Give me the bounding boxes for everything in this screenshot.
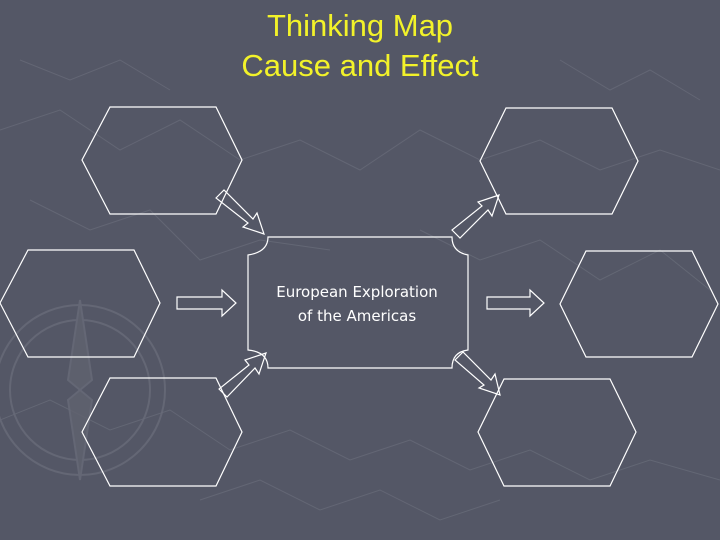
effect-box-bottom[interactable] bbox=[477, 378, 637, 487]
center-event-line-1: European Exploration bbox=[276, 283, 438, 301]
title-line-2: Cause and Effect bbox=[241, 48, 479, 83]
effect-box-top[interactable] bbox=[479, 107, 639, 215]
cause-box-top[interactable] bbox=[81, 106, 243, 215]
arrow-cause-bottom bbox=[218, 352, 267, 398]
arrow-effect-middle bbox=[486, 288, 545, 318]
arrow-cause-top bbox=[215, 189, 265, 235]
arrow-effect-top bbox=[451, 194, 500, 239]
cause-box-bottom[interactable] bbox=[81, 377, 243, 487]
arrow-cause-middle bbox=[176, 288, 237, 318]
cause-box-middle[interactable] bbox=[0, 249, 161, 358]
center-event-line-2: of the Americas bbox=[297, 307, 417, 325]
arrow-effect-bottom bbox=[454, 351, 501, 396]
effect-box-middle[interactable] bbox=[559, 250, 719, 358]
page-title: Thinking Map Cause and Effect bbox=[0, 6, 720, 86]
title-line-1: Thinking Map bbox=[266, 8, 454, 43]
center-event-box[interactable] bbox=[247, 236, 469, 369]
center-event-text: European Exploration of the Americas bbox=[252, 280, 462, 328]
